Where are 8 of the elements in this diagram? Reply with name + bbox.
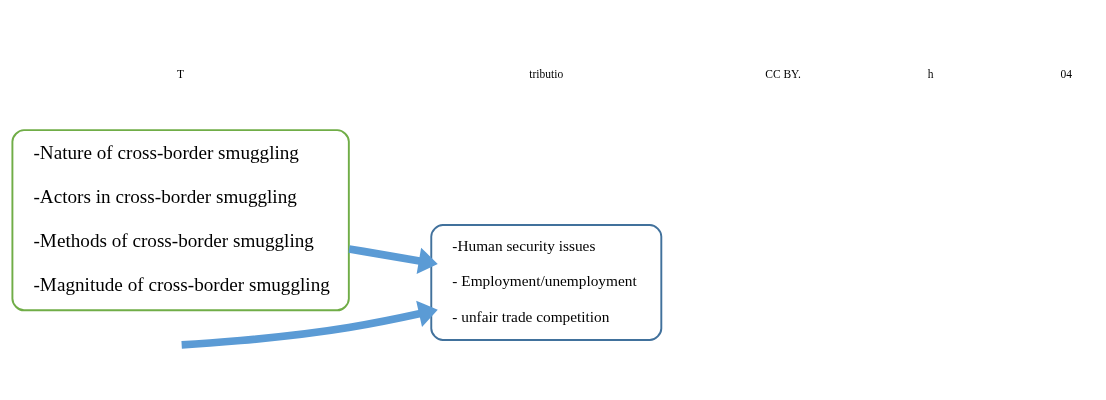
label: 04 <box>1060 67 1073 80</box>
node-box: -Human security issues - Employment/unemployment - unfair trade competition <box>430 223 663 341</box>
label: tributio <box>529 67 564 80</box>
arrow <box>348 244 438 274</box>
node-box: -Nature of cross-border smuggling -Actors in cross-border smuggling -Methods of cross-border smuggling -Magnitude of cross-border smuggling <box>11 128 350 311</box>
label: CC BY. <box>765 67 801 80</box>
label: h <box>927 67 934 80</box>
label: T <box>177 67 185 80</box>
